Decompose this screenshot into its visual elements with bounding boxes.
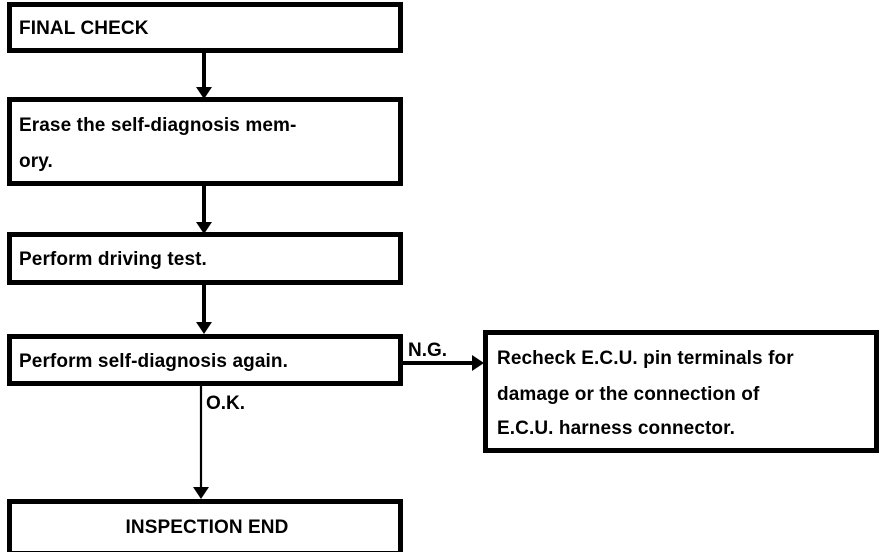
inspection-end-box[interactable] — [7, 499, 403, 552]
arrow-head — [193, 487, 209, 499]
inspection-end-node[interactable]: INSPECTION END — [7, 499, 403, 552]
erase-self-diagnosis-memory-box[interactable] — [7, 97, 403, 186]
recheck-ecu-pin-terminals-node[interactable]: Recheck E.C.U. pin terminals for damage … — [483, 330, 879, 453]
perform-self-diagnosis-again-box[interactable] — [7, 334, 403, 386]
inspection-end-label: INSPECTION END — [126, 517, 289, 538]
arrow-self-diagnosis-to-inspection-end: O.K. — [193, 384, 245, 499]
final-check-node[interactable]: FINAL CHECK — [7, 2, 403, 53]
arrow-self-diagnosis-to-recheck-ecu: N.G. — [401, 340, 484, 371]
recheck-ecu-label-line2: damage or the connection of — [497, 384, 760, 405]
recheck-ecu-label-line3: E.C.U. harness connector. — [497, 418, 735, 439]
recheck-ecu-label-line1: Recheck E.C.U. pin terminals for — [497, 348, 794, 369]
arrow-head — [196, 87, 212, 99]
perform-driving-test-label: Perform driving test. — [19, 249, 207, 270]
perform-driving-test-box[interactable] — [7, 232, 403, 285]
edge-label-ok: O.K. — [206, 393, 245, 414]
arrow-head — [196, 222, 212, 234]
final-check-box[interactable] — [7, 2, 403, 53]
arrow-head — [196, 322, 212, 334]
perform-driving-test-node[interactable]: Perform driving test. — [7, 232, 403, 285]
arrow-head — [472, 355, 484, 371]
perform-self-diagnosis-again-label: Perform self-diagnosis again. — [19, 351, 288, 372]
perform-self-diagnosis-again-node[interactable]: Perform self-diagnosis again. — [7, 334, 403, 386]
arrow-final-check-to-erase — [196, 51, 212, 99]
final-check-label: FINAL CHECK — [19, 18, 149, 39]
erase-memory-label-line2: ory. — [19, 151, 53, 172]
arrow-driving-test-to-self-diagnosis — [196, 283, 212, 334]
recheck-ecu-pin-terminals-box[interactable] — [483, 330, 879, 453]
arrow-erase-to-driving-test — [196, 184, 212, 234]
erase-self-diagnosis-memory-node[interactable]: Erase the self-diagnosis mem- ory. — [7, 97, 403, 186]
edge-label-ng: N.G. — [408, 340, 447, 361]
erase-memory-label-line1: Erase the self-diagnosis mem- — [19, 115, 296, 136]
